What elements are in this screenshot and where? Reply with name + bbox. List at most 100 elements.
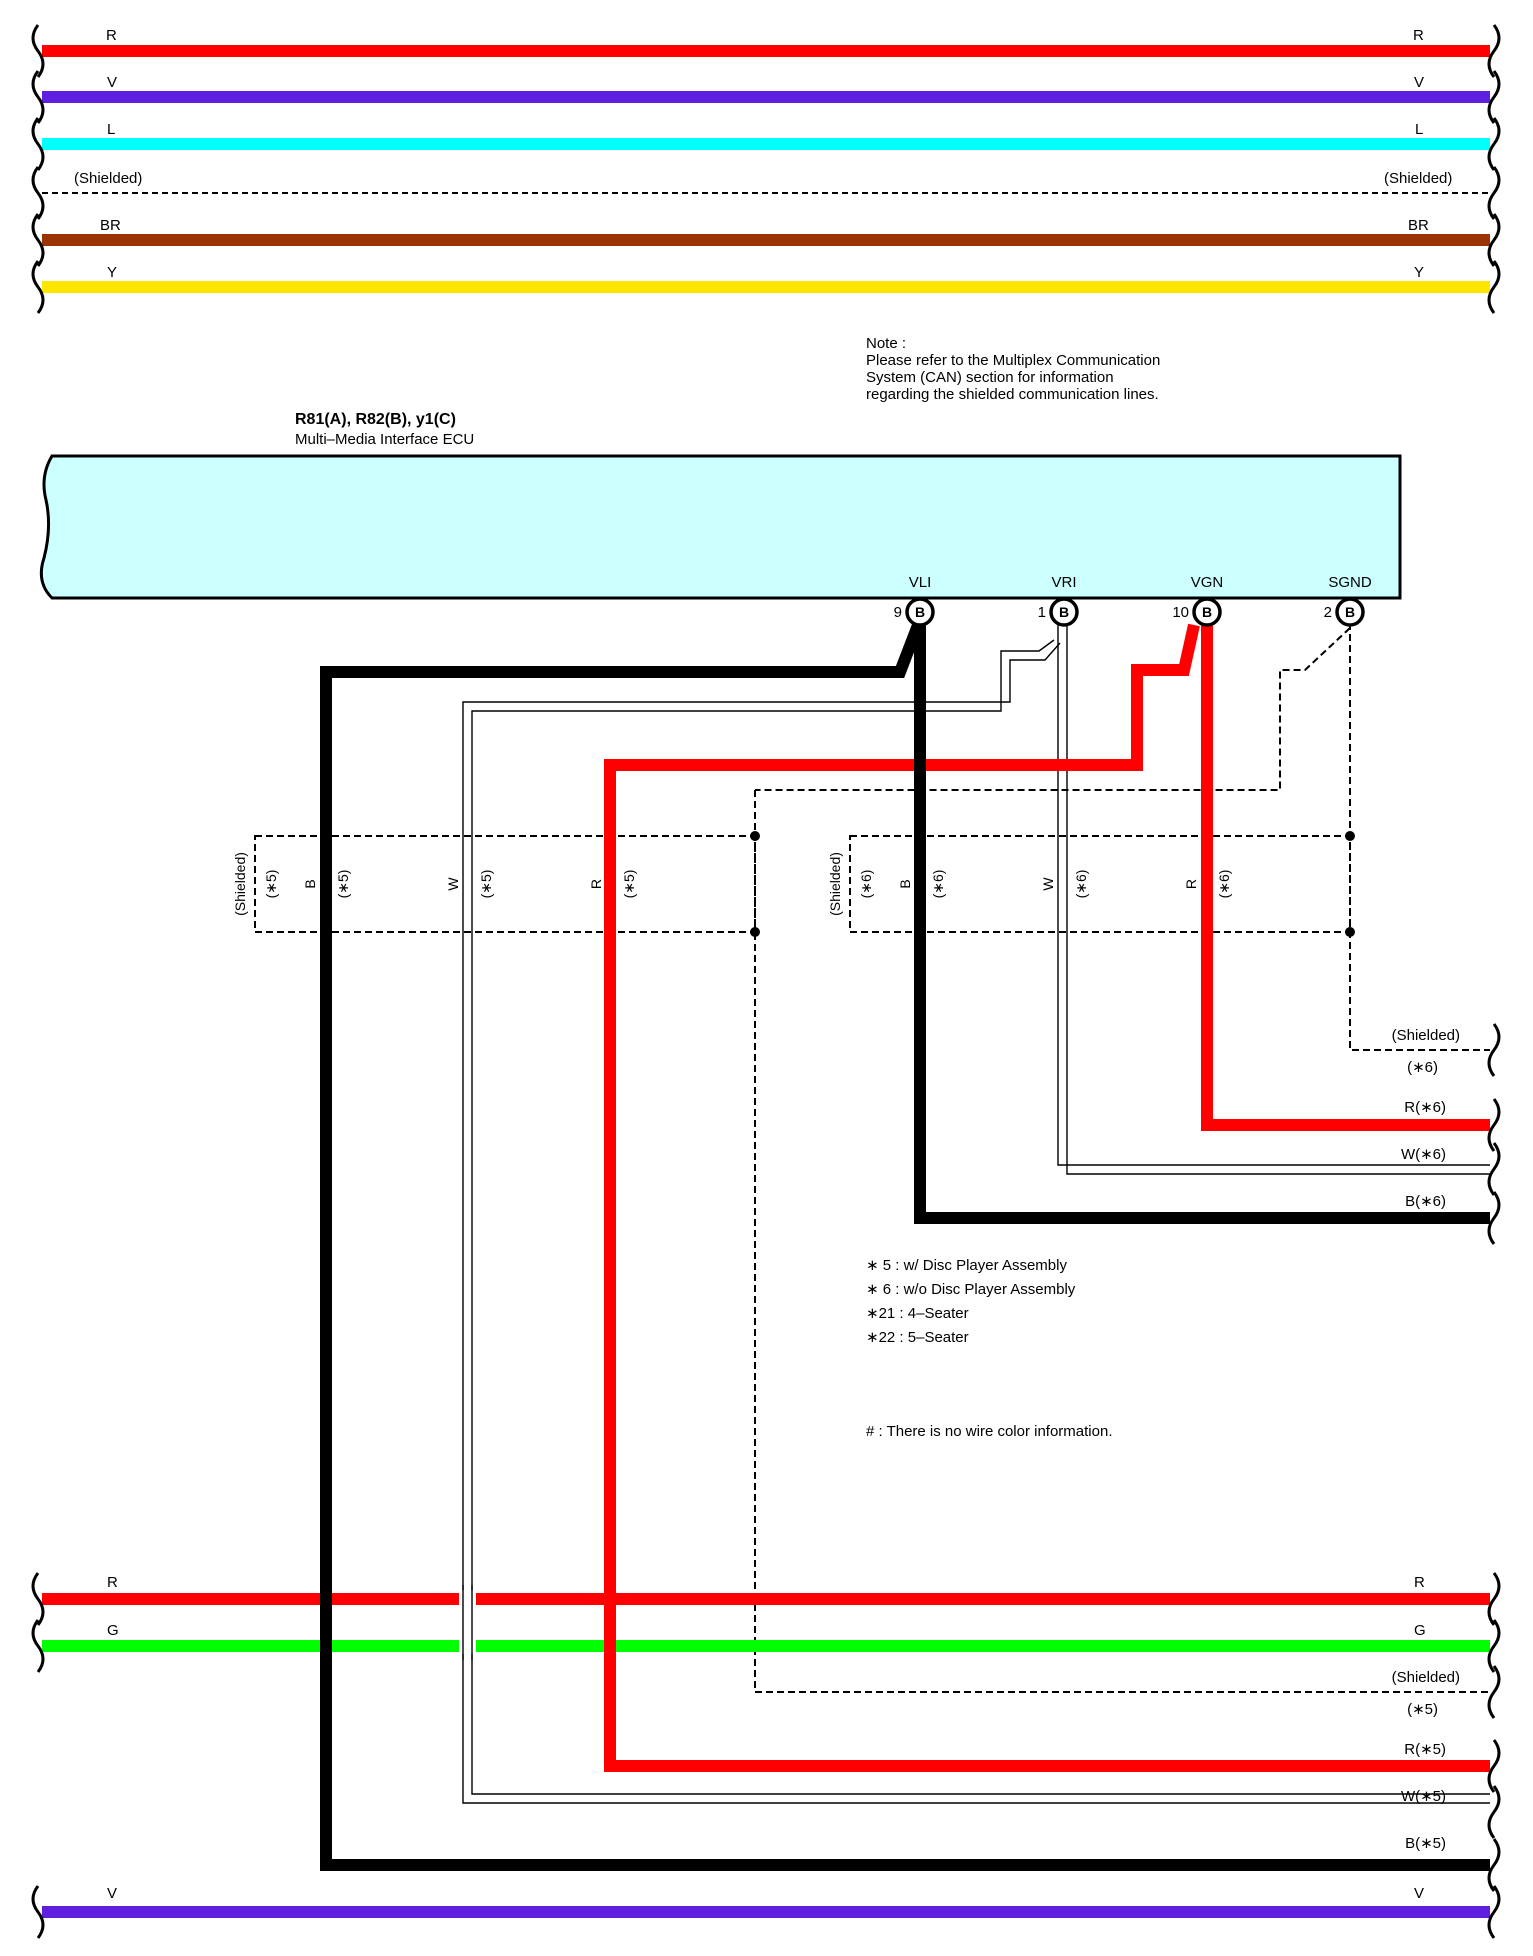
group-wire-label: B: [302, 879, 318, 888]
group-wire-label: R: [588, 879, 604, 889]
legend: ∗ 5 : w/ Disc Player Assembly ∗ 6 : w/o …: [866, 1257, 1113, 1440]
exit-label: B(∗6): [1405, 1193, 1446, 1210]
bus-label-left: (Shielded): [74, 170, 142, 187]
break-mark: [1487, 1098, 1501, 1152]
break-mark: [1487, 1191, 1501, 1245]
group-wire-label: B: [897, 879, 913, 888]
shield-wire-5: [754, 790, 1490, 1693]
exit-label: (Shielded): [1392, 1027, 1460, 1044]
wire-b-6: [914, 612, 1490, 1224]
exit-label: R(∗5): [1404, 1741, 1446, 1758]
break-mark: [31, 1572, 45, 1626]
pin-number: 10: [1172, 604, 1189, 621]
splice-points: [750, 831, 1355, 937]
group-mark: (∗6): [1216, 870, 1232, 899]
exit-label: W(∗6): [1401, 1146, 1446, 1163]
bus-label-left: G: [107, 1622, 119, 1639]
exit-label: W(∗5): [1401, 1788, 1446, 1805]
break-mark: [31, 1885, 45, 1939]
bus-label-left: V: [107, 74, 117, 91]
break-mark: [31, 24, 45, 78]
signal-wires: [462, 612, 1490, 1804]
right-exits-5: (Shielded) (∗5) R(∗5) W(∗5) B(∗5): [1392, 1669, 1460, 1852]
legend-item: ∗ 5 : w/ Disc Player Assembly: [866, 1257, 1067, 1274]
pin-name-vli: VLI: [909, 574, 932, 591]
break-mark: [31, 260, 45, 314]
note-line: regarding the shielded communication lin…: [866, 386, 1159, 403]
shield-box-6: [849, 835, 1351, 933]
wire-r-6: [1201, 612, 1490, 1131]
shield-group-6-labels: (Shielded) (∗6) B (∗6) W (∗6) R (∗6): [827, 852, 1232, 916]
legend-item: ∗21 : 4–Seater: [866, 1305, 969, 1322]
exit-sub-label: (∗6): [1407, 1059, 1438, 1076]
exit-sub-label: (∗5): [1407, 1701, 1438, 1718]
pin-vri: B 1: [1038, 597, 1079, 627]
bus-label-right: (Shielded): [1384, 170, 1452, 187]
splice-dot: [750, 927, 760, 937]
break-mark: [1487, 260, 1501, 314]
bus-label-right: R: [1413, 27, 1424, 44]
group-wire-label: W: [445, 877, 461, 891]
top-bus: R R V V L L (Shielded) (Shielded) BR BR …: [42, 27, 1490, 293]
bus-label-right: BR: [1408, 217, 1429, 234]
break-mark: [1487, 213, 1501, 267]
exit-label: B(∗5): [1405, 1835, 1446, 1852]
legend-item: ∗ 6 : w/o Disc Player Assembly: [866, 1281, 1076, 1298]
pin-vgn: B 10: [1172, 597, 1222, 627]
pin-connector: B: [1059, 604, 1069, 620]
group-mark: (∗5): [621, 870, 637, 899]
bus-label-right: V: [1414, 74, 1424, 91]
break-mark: [31, 1619, 45, 1673]
break-mark: [1487, 1739, 1501, 1793]
break-mark: [31, 166, 45, 220]
break-mark: [1487, 1572, 1501, 1626]
bottom-bus: R R G G: [42, 1574, 1490, 1660]
break-mark: [31, 213, 45, 267]
note-heading: Note :: [866, 335, 906, 352]
pin-connector: B: [1345, 604, 1355, 620]
pin-number: 2: [1324, 604, 1332, 621]
shield-box-5: [254, 835, 756, 933]
pin-name-vri: VRI: [1051, 574, 1076, 591]
exit-label: R(∗6): [1404, 1099, 1446, 1116]
ecu-subtitle: Multi–Media Interface ECU: [295, 431, 474, 448]
shield-boxes: [254, 835, 1351, 933]
group-wire-label: R: [1183, 879, 1199, 889]
group-mark: (∗5): [263, 870, 279, 899]
group-mark: (∗5): [478, 870, 494, 899]
break-mark: [1487, 1885, 1501, 1939]
break-mark: [31, 70, 45, 124]
group-shield-label: (Shielded): [827, 852, 843, 916]
break-marks-left: [31, 24, 45, 1939]
break-mark: [1487, 1838, 1501, 1892]
ecu-box: [39, 454, 1402, 600]
wire-w-6-outer: [1057, 612, 1490, 1166]
break-mark: [1487, 1142, 1501, 1196]
bus-label-right: G: [1414, 1622, 1426, 1639]
break-mark: [1487, 1785, 1501, 1839]
thick-wires: [320, 612, 1490, 1871]
pin-name-vgn: VGN: [1191, 574, 1224, 591]
break-mark: [31, 117, 45, 171]
pin-connector: B: [915, 604, 925, 620]
bus-label-right: R: [1414, 1574, 1425, 1591]
bottom-v-bus: V V: [42, 1885, 1490, 1918]
bus-gap: [459, 1590, 476, 1654]
break-mark: [1487, 70, 1501, 124]
bus-label-right: Y: [1414, 264, 1424, 281]
right-exits-6: (Shielded) (∗6) R(∗6) W(∗6) B(∗6): [1392, 1027, 1460, 1210]
note-line: System (CAN) section for information: [866, 369, 1114, 386]
shield-group-5-labels: (Shielded) (∗5) B (∗5) W (∗5) R (∗5): [232, 852, 637, 916]
bus-label-left: L: [107, 121, 115, 138]
ecu-title: R81(A), R82(B), y1(C): [295, 411, 456, 428]
exit-label: (Shielded): [1392, 1669, 1460, 1686]
group-mark: (∗5): [335, 870, 351, 899]
group-mark: (∗6): [1073, 870, 1089, 899]
hash-note: # : There is no wire color information.: [866, 1423, 1113, 1440]
legend-item: ∗22 : 5–Seater: [866, 1329, 969, 1346]
bus-label-right: L: [1415, 121, 1423, 138]
bus-label-right: V: [1414, 1885, 1424, 1902]
break-mark: [1487, 24, 1501, 78]
ecu-block: R81(A), R82(B), y1(C) Multi–Media Interf…: [39, 411, 1402, 600]
